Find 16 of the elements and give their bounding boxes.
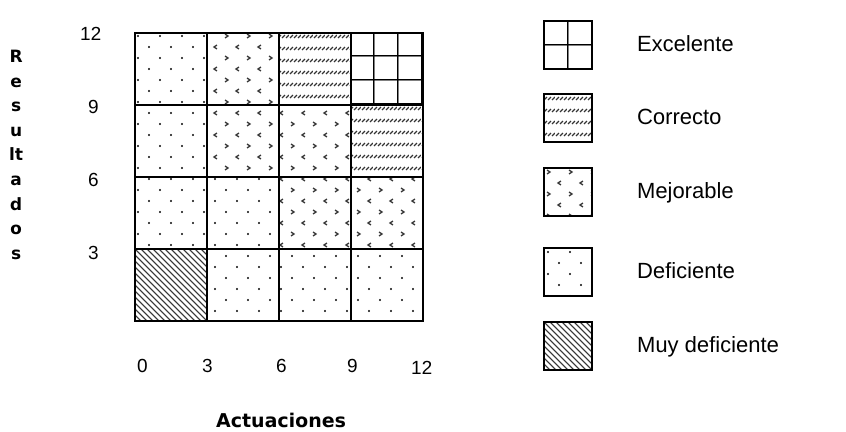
tick-label: 9 bbox=[88, 97, 99, 119]
tick-label: 12 bbox=[411, 358, 432, 380]
tick-label: 6 bbox=[276, 356, 287, 378]
legend-label: Correcto bbox=[637, 104, 722, 130]
legend-label: Deficiente bbox=[637, 258, 735, 284]
tick-label: 12 bbox=[80, 24, 102, 46]
tick-label: 9 bbox=[347, 356, 358, 378]
tick-label: 3 bbox=[202, 356, 213, 378]
tick-label: 0 bbox=[137, 356, 148, 378]
axis-title: Resultados bbox=[9, 46, 23, 266]
tick-label: 3 bbox=[88, 243, 99, 265]
legend-label: Excelente bbox=[637, 31, 734, 57]
tick-label: 6 bbox=[88, 170, 99, 192]
legend-label: Mejorable bbox=[637, 178, 734, 204]
legend-label: Muy deficiente bbox=[637, 332, 779, 358]
axis-title: Actuaciones bbox=[216, 410, 346, 432]
